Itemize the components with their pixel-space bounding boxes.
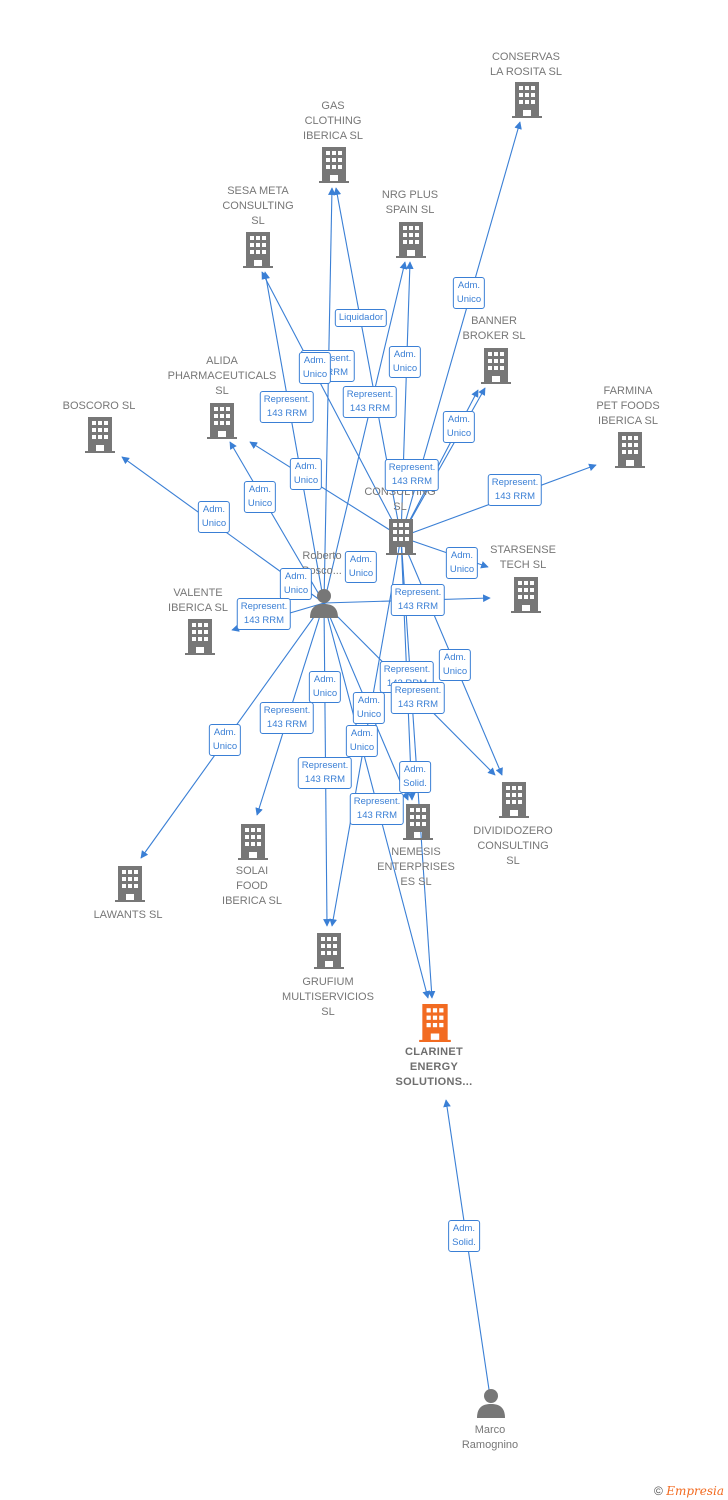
edge-role-label: Adm. Unico [352, 692, 386, 724]
brand-logo[interactable]: Empresia [666, 1484, 724, 1498]
edge-role-label: Adm. Unico [308, 671, 342, 703]
node-label-starsense[interactable]: STARSENSE TECH SL [490, 544, 556, 571]
edge-role-label: Adm. Unico [345, 725, 379, 757]
building-icon[interactable] [512, 82, 542, 118]
edge-role-label: Represent. 143 RRM [349, 793, 405, 825]
node-label-conservas[interactable]: CONSERVAS LA ROSITA SL [490, 51, 562, 78]
node-label-alida[interactable]: ALIDA PHARMACEUTICALS SL [167, 355, 277, 397]
edge-role-label: Adm. Unico [197, 501, 231, 533]
edge-role-label: Adm. Unico [298, 352, 332, 384]
edge-role-label: Represent. 143 RRM [259, 702, 315, 734]
building-icon[interactable] [499, 782, 529, 818]
node-label-boscoro[interactable]: BOSCORO SL [62, 400, 136, 412]
building-icon[interactable] [615, 432, 645, 468]
node-label-marco[interactable]: Marco Ramognino [461, 1424, 519, 1451]
edge-line [249, 441, 402, 538]
building-icon[interactable] [403, 804, 433, 840]
building-icon[interactable] [396, 222, 426, 258]
edge-role-label: Represent. 143 RRM [384, 459, 440, 491]
edge-role-label: Represent. 143 RRM [236, 598, 292, 630]
node-label-roberto[interactable]: Roberto Bosco... [302, 550, 342, 577]
edge-role-label: Adm. Unico [388, 346, 422, 378]
building-icon[interactable] [419, 1004, 451, 1042]
node-label-gas[interactable]: GAS CLOTHING IBERICA SL [303, 100, 363, 142]
edge-role-label: Adm. Unico [208, 724, 242, 756]
building-icon[interactable] [243, 232, 273, 268]
building-icon[interactable] [185, 619, 215, 655]
edge-role-label: Adm. Unico [279, 568, 313, 600]
building-icon[interactable] [319, 147, 349, 183]
edge-role-label: Liquidador [334, 309, 388, 327]
node-label-banner[interactable]: BANNER BROKER SL [462, 315, 526, 342]
person-icon[interactable] [477, 1389, 505, 1418]
building-icon[interactable] [85, 417, 115, 453]
building-icon[interactable] [238, 824, 268, 860]
building-icon[interactable] [481, 348, 511, 384]
edge-role-label: Represent. 143 RRM [390, 584, 446, 616]
edge-role-label: Adm. Solid. [399, 761, 431, 793]
node-label-sesa[interactable]: SESA META CONSULTING SL [222, 185, 294, 227]
edge-line [323, 187, 336, 604]
node-label-nemesis[interactable]: NEMESIS ENTERPRISES ES SL [377, 846, 455, 888]
building-icon[interactable] [314, 933, 344, 969]
edge-line [262, 271, 325, 604]
node-label-lawants[interactable]: LAWANTS SL [93, 909, 163, 921]
edge-role-label: Adm. Unico [344, 551, 378, 583]
building-icon[interactable] [207, 403, 237, 439]
edge-role-label: Adm. Unico [442, 411, 476, 443]
edge-role-label: Adm. Unico [243, 481, 277, 513]
edge-role-label: Represent. 143 RRM [487, 474, 543, 506]
node-label-farmina[interactable]: FARMINA PET FOODS IBERICA SL [596, 385, 660, 427]
building-icon[interactable] [115, 866, 145, 902]
edge-role-label: Adm. Unico [445, 547, 479, 579]
node-label-nrg[interactable]: NRG PLUS SPAIN SL [381, 189, 439, 216]
edge-role-label: Represent. 143 RRM [297, 757, 353, 789]
edge-role-label: Represent. 143 RRM [390, 682, 446, 714]
edge-line [323, 261, 408, 604]
node-label-grufium[interactable]: GRUFIUM MULTISERVICIOS SL [282, 976, 374, 1018]
edge-line [400, 261, 414, 538]
node-label-solai[interactable]: SOLAI FOOD IBERICA SL [222, 865, 282, 907]
edge-role-label: Represent. 143 RRM [342, 386, 398, 418]
edge-line [261, 271, 402, 538]
copyright-symbol: © [654, 1484, 663, 1498]
edge-role-label: Adm. Solid. [448, 1220, 480, 1252]
node-label-clarinet[interactable]: CLARINET ENERGY SOLUTIONS... [395, 1046, 473, 1088]
edge-role-label: Adm. Unico [289, 458, 323, 490]
node-label-valente[interactable]: VALENTE IBERICA SL [168, 587, 228, 614]
edge-role-label: Adm. Unico [452, 277, 486, 309]
node-label-divididozero[interactable]: DIVIDIDOZERO CONSULTING SL [473, 825, 553, 867]
building-icon[interactable] [511, 577, 541, 613]
edge-role-label: Adm. Unico [438, 649, 472, 681]
footer-credit: © Empresia [654, 1484, 724, 1498]
edge-role-label: Represent. 143 RRM [259, 391, 315, 423]
